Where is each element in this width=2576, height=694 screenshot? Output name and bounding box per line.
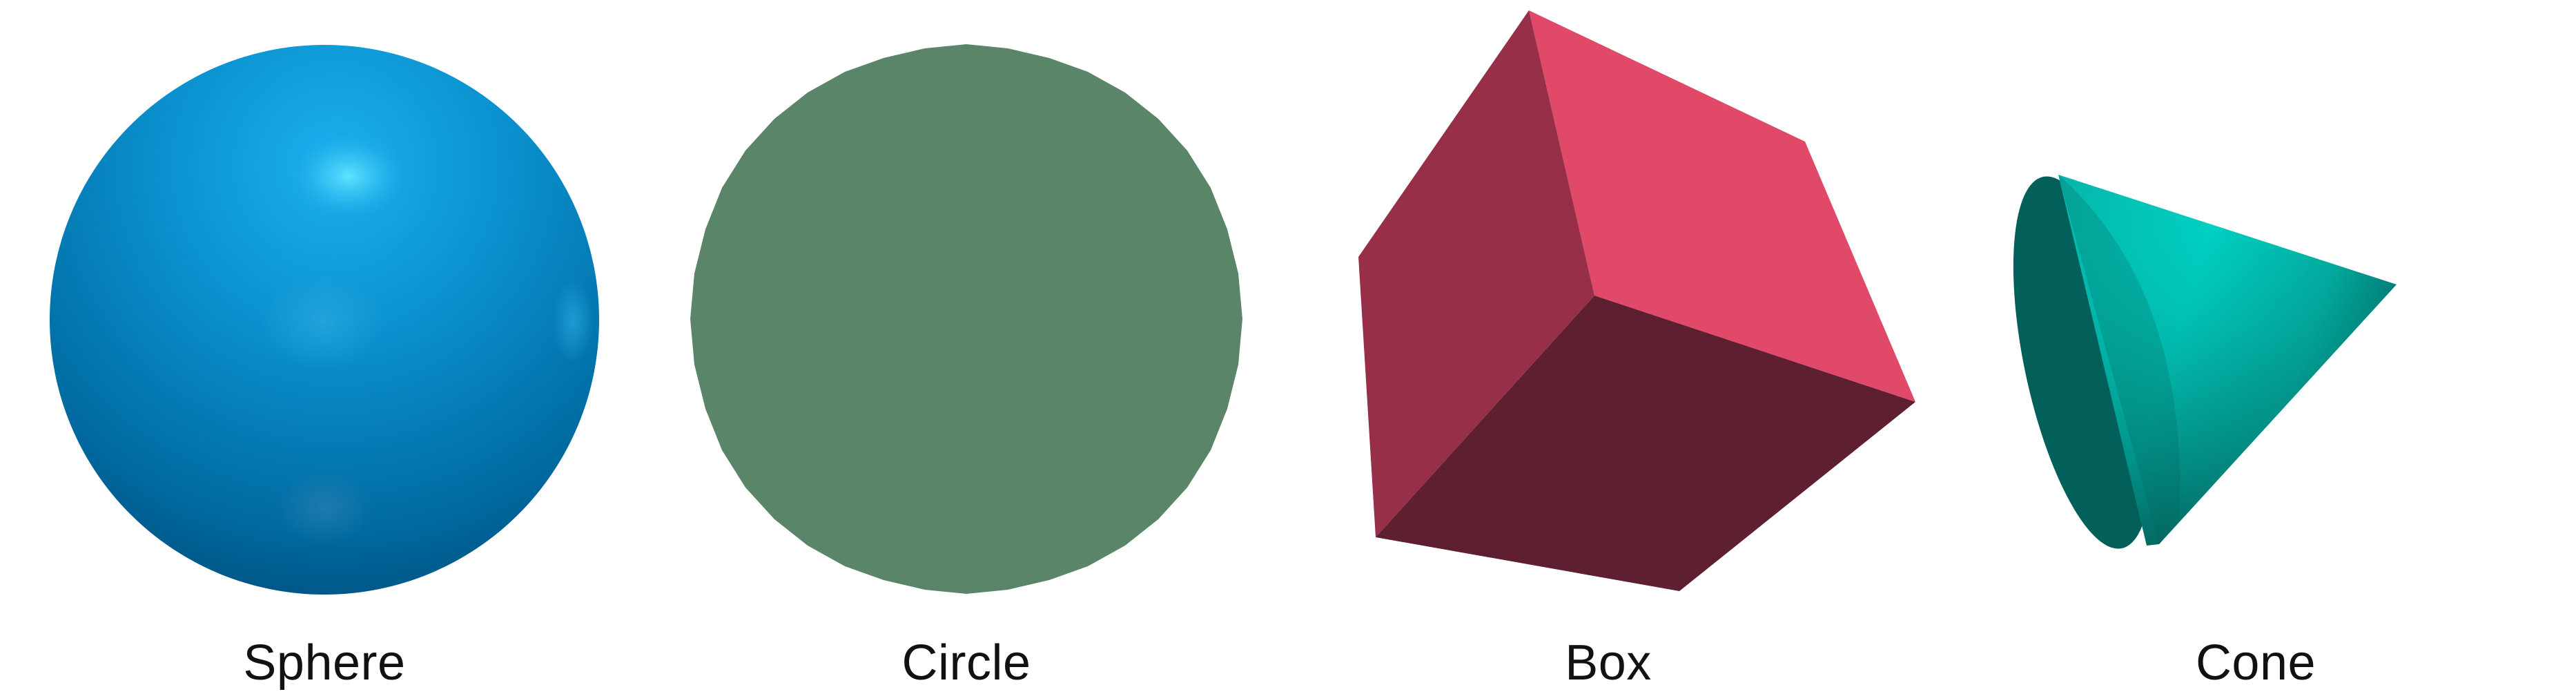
box-shape xyxy=(1358,10,1915,591)
circle-label: Circle xyxy=(901,635,1031,691)
cone-label: Cone xyxy=(2195,635,2316,691)
cone-shape xyxy=(2013,175,2397,549)
sphere-shape xyxy=(50,45,599,595)
circle-shape xyxy=(690,44,1242,594)
sphere-label: Sphere xyxy=(243,635,406,691)
box-label: Box xyxy=(1565,635,1652,691)
